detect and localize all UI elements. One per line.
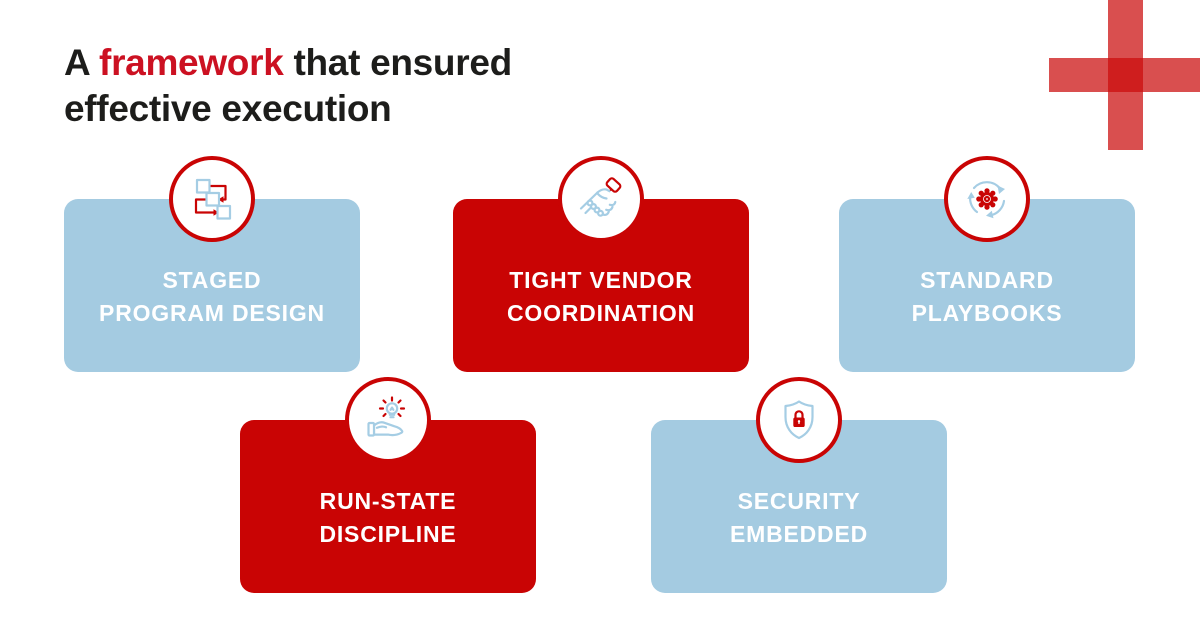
plus-decoration-horizontal-bar	[1049, 58, 1200, 92]
card-staged-program-design: STAGED PROGRAM DESIGN	[64, 199, 360, 372]
icon-badge-standard-playbooks	[944, 156, 1030, 242]
icon-badge-security-embedded	[756, 377, 842, 463]
handshake-icon	[579, 177, 622, 217]
card-label-line: COORDINATION	[506, 299, 696, 326]
icon-badge-run-state-discipline	[345, 377, 431, 463]
idea-hand-icon	[367, 396, 406, 437]
gear-cycle-icon	[967, 181, 1006, 219]
card-label-line: TIGHT VENDOR	[509, 266, 693, 293]
page-title-line-1: A framework that ensured	[64, 40, 512, 86]
card-label-line: PLAYBOOKS	[911, 299, 1063, 326]
card-label: RUN-STATE DISCIPLINE	[319, 485, 456, 551]
icon-badge-tight-vendor-coordination	[558, 156, 644, 242]
card-label-line: STAGED	[162, 266, 262, 293]
card-security-embedded: SECURITY EMBEDDED	[651, 420, 947, 593]
page-title-line-2: effective execution	[64, 88, 392, 129]
card-label-line: DISCIPLINE	[319, 520, 457, 547]
icon-badge-staged-program-design	[169, 156, 255, 242]
title-part-1: A	[64, 42, 90, 83]
card-label: SECURITY EMBEDDED	[730, 485, 868, 551]
card-label-line: RUN-STATE	[319, 487, 457, 514]
card-label: STAGED PROGRAM DESIGN	[99, 264, 325, 330]
card-label-line: SECURITY	[737, 487, 861, 514]
title-highlight: framework	[99, 42, 284, 83]
page-title: A framework that ensured effective execu…	[64, 40, 512, 132]
shield-lock-icon	[784, 400, 814, 440]
card-label: STANDARD PLAYBOOKS	[912, 264, 1063, 330]
flowchart-icon	[194, 178, 232, 220]
card-label: TIGHT VENDOR COORDINATION	[507, 264, 695, 330]
card-label-line: PROGRAM DESIGN	[99, 299, 325, 326]
card-label-line: STANDARD	[920, 266, 1054, 293]
title-part-2: that ensured	[293, 42, 512, 83]
card-label-line: EMBEDDED	[729, 520, 869, 547]
